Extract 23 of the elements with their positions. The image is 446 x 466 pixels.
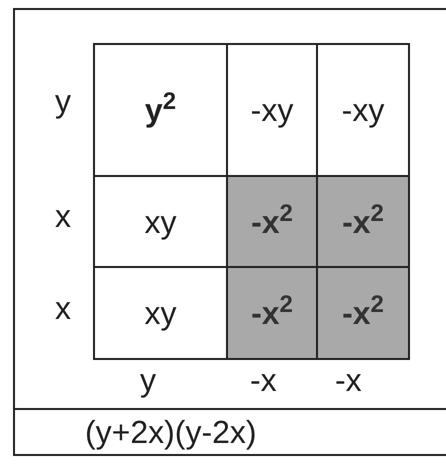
column-label: -x bbox=[335, 364, 362, 396]
column-label: -x bbox=[250, 364, 277, 396]
shaded-tile bbox=[316, 175, 410, 268]
term-text: -xy bbox=[342, 94, 384, 126]
term-text: -x$^{2}$ bbox=[251, 297, 293, 329]
shaded-tile bbox=[226, 266, 318, 360]
term-text: y$^{2}$ bbox=[144, 94, 176, 126]
row-label: x bbox=[55, 292, 71, 324]
term-text: (y+2x)(y-2x) bbox=[85, 416, 257, 448]
column-label: y bbox=[140, 364, 156, 396]
tile bbox=[93, 266, 228, 360]
term-text: xy bbox=[144, 297, 176, 329]
tile bbox=[316, 43, 410, 177]
tile bbox=[93, 43, 228, 177]
term-text: -x$^{2}$ bbox=[342, 297, 384, 329]
shaded-tile bbox=[226, 175, 318, 268]
term-text: -xy bbox=[250, 94, 294, 126]
term-text: xy bbox=[144, 206, 176, 238]
shaded-tile bbox=[316, 266, 410, 360]
row-label: x bbox=[55, 200, 71, 232]
term-text: -x$^{2}$ bbox=[251, 206, 293, 238]
term-text: -x$^{2}$ bbox=[342, 206, 384, 238]
row-label: y bbox=[55, 85, 71, 117]
